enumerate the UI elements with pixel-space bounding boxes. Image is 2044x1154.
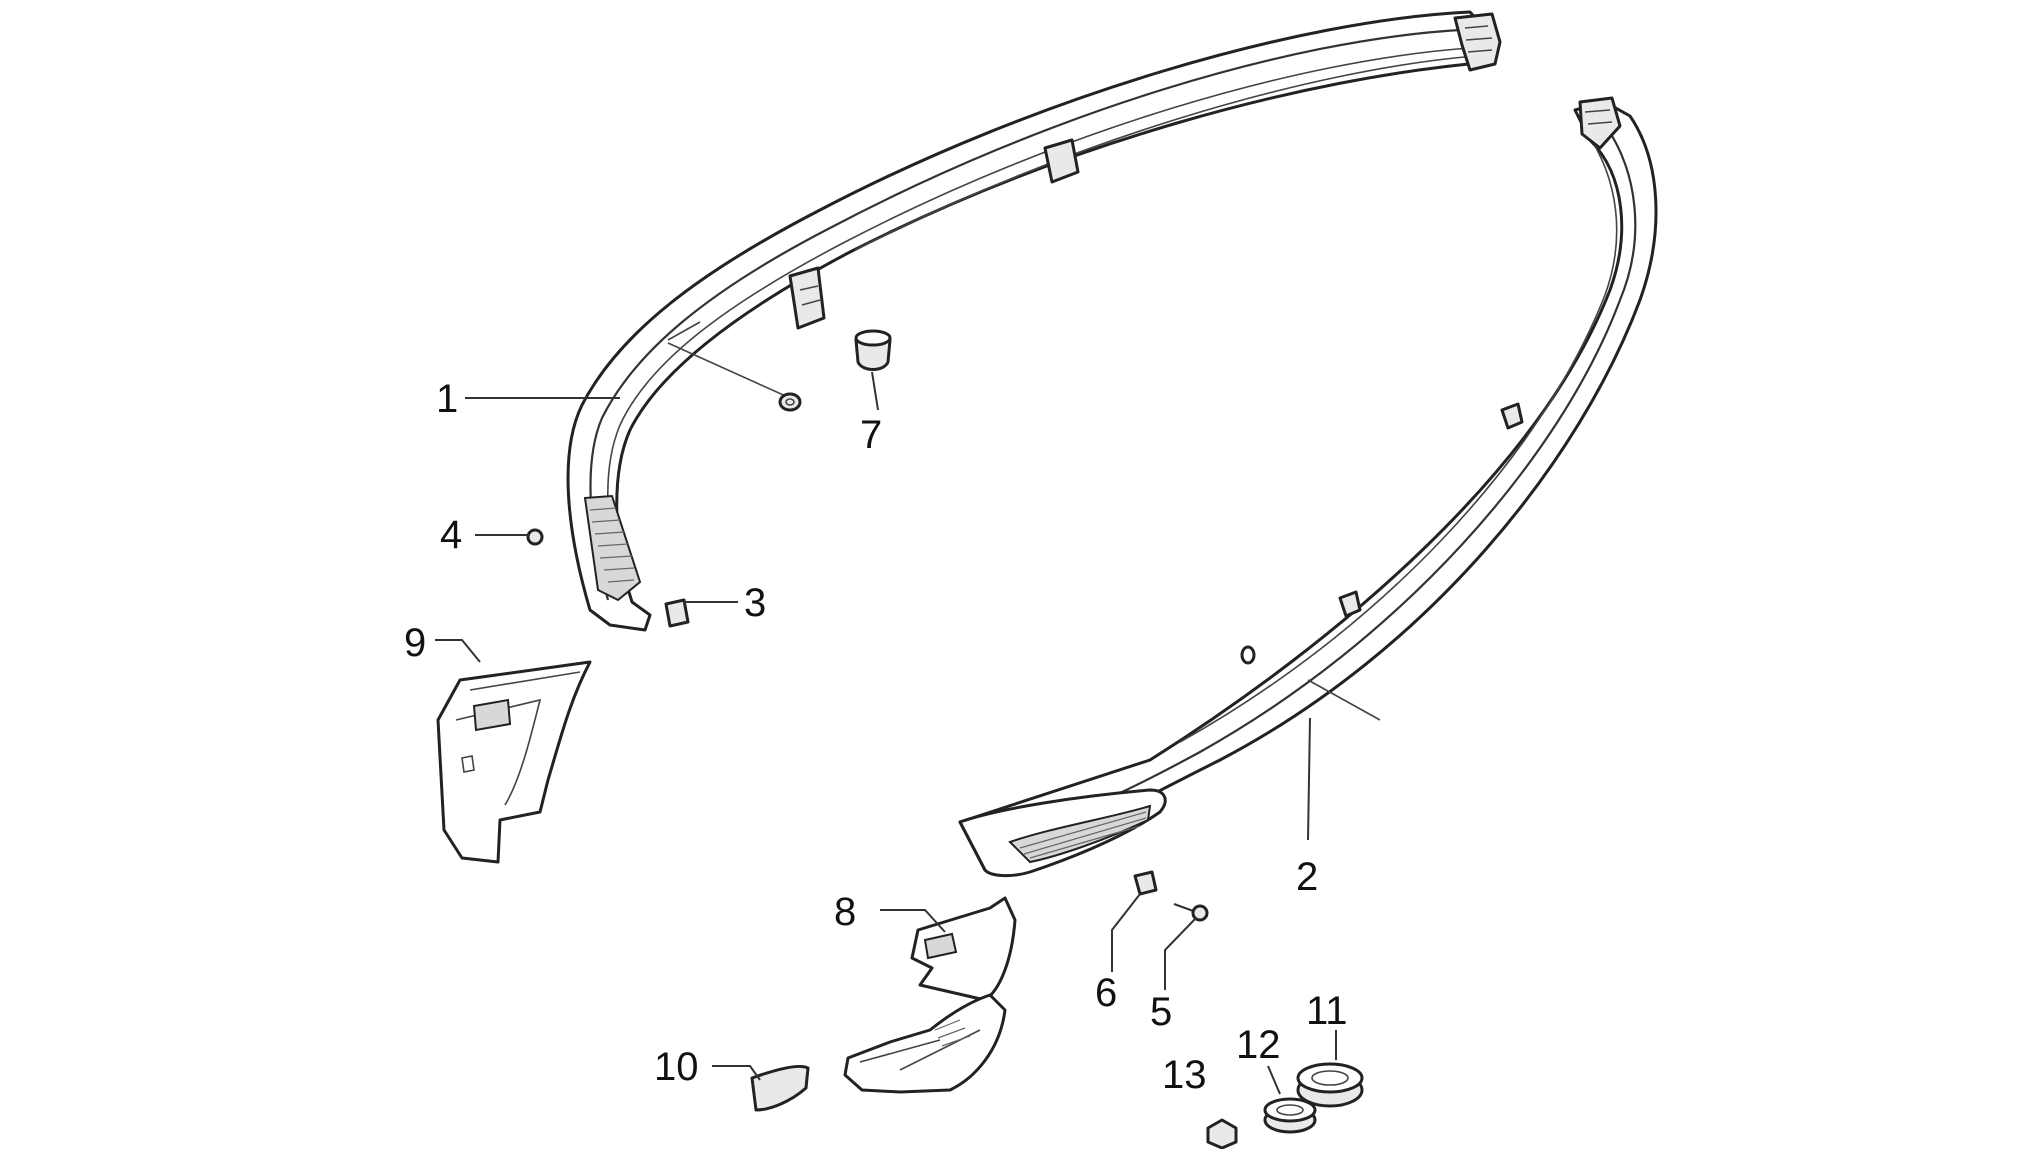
leader-lines xyxy=(435,371,1337,1095)
part-10-cap xyxy=(750,1064,810,1112)
callout-5: 5 xyxy=(1150,990,1172,1034)
callout-7: 7 xyxy=(860,413,882,457)
part-6-clip-nut xyxy=(1133,870,1158,896)
leader-8 xyxy=(880,909,946,933)
leader-10 xyxy=(712,1065,761,1081)
leader-5 xyxy=(1164,917,1197,990)
part-13-nut xyxy=(1206,1118,1238,1150)
leader-7 xyxy=(871,371,879,411)
callout-2: 2 xyxy=(1296,855,1318,899)
callout-1: 1 xyxy=(436,377,458,421)
leader-2 xyxy=(1307,717,1311,841)
callout-10: 10 xyxy=(654,1045,699,1089)
part-11-grommet-large xyxy=(1296,1062,1364,1108)
leader-12 xyxy=(1267,1065,1281,1095)
part-8-lower-centre-panel xyxy=(843,896,1017,1094)
fastener-washer-upper xyxy=(778,392,802,412)
leader-9 xyxy=(435,639,481,663)
part-2-right-side-trim xyxy=(958,96,1658,878)
part-3-clip-nut xyxy=(664,598,690,628)
part-7-grommet xyxy=(854,329,892,371)
part-1-left-side-trim xyxy=(566,10,1502,632)
callout-11: 11 xyxy=(1306,989,1348,1033)
callout-12: 12 xyxy=(1236,1023,1281,1067)
callout-13: 13 xyxy=(1162,1053,1207,1097)
callout-3: 3 xyxy=(744,581,766,625)
callout-4: 4 xyxy=(440,513,462,557)
part-12-grommet-small xyxy=(1263,1097,1317,1134)
leader-6 xyxy=(1111,893,1141,972)
callout-9: 9 xyxy=(404,621,426,665)
part-4-screw xyxy=(526,528,544,546)
part-5-screw xyxy=(1173,902,1209,922)
callout-8: 8 xyxy=(834,890,856,934)
callout-6: 6 xyxy=(1095,971,1117,1015)
callout-labels: 1 2 3 4 5 6 7 8 9 10 11 12 13 xyxy=(404,377,1348,1097)
part-9-left-inner-panel xyxy=(436,660,592,864)
